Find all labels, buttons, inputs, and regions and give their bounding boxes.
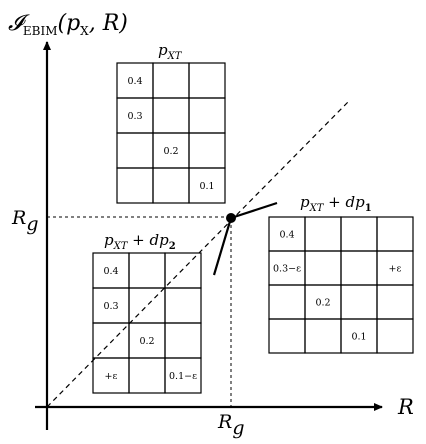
tangent-line-1 xyxy=(230,201,278,220)
grid-pxt-dp1-cells: 0.4 0.3−ε +ε 0.2 0.1 xyxy=(268,216,414,354)
grid-cell-value: 0.2 xyxy=(163,146,178,157)
grid-cell xyxy=(268,318,306,354)
grid-pxt-dp2: pXT + dp2 0.4 0.3 0.2 +ε 0.1−ε xyxy=(92,231,202,394)
grid-cell-value: 0.4 xyxy=(103,266,118,277)
grid-cell xyxy=(164,357,202,394)
grid-cell-value: 0.4 xyxy=(127,76,142,87)
grid-cell-value: +ε xyxy=(105,371,118,382)
grid-cell xyxy=(268,284,306,320)
grid-cell-value: 0.1 xyxy=(351,332,366,343)
grid-cell xyxy=(152,62,190,99)
grid-cell xyxy=(164,322,202,359)
grid-cell-value: 0.1 xyxy=(199,181,214,192)
grid-cell-value: +ε xyxy=(389,264,402,275)
tangent-line-2 xyxy=(212,217,233,276)
grid-cell-value: 0.3−ε xyxy=(273,264,301,275)
grid-cell xyxy=(376,284,414,320)
grid-pxt-dp1: pXT + dp1 0.4 0.3−ε +ε 0.2 0.1 xyxy=(268,193,414,354)
grid-cell xyxy=(304,216,342,252)
grid-cell xyxy=(376,216,414,252)
x-axis-label: R xyxy=(397,395,414,419)
grid-cell xyxy=(188,62,226,99)
rg-label-x: Rg xyxy=(217,411,244,439)
grid-cell xyxy=(376,318,414,354)
grid-cell-value: 0.1−ε xyxy=(169,371,197,382)
y-axis-title: 𝓘EBIM(pX, R) xyxy=(8,11,128,38)
grid-cell xyxy=(188,97,226,134)
grid-cell xyxy=(116,167,154,204)
grid-cell xyxy=(164,287,202,324)
grid-cell-value: 0.3 xyxy=(127,111,142,122)
grid-cell xyxy=(152,167,190,204)
grid-cell-value: 0.2 xyxy=(139,336,154,347)
operating-point xyxy=(226,213,236,223)
grid-pxt: pXT 0.4 0.3 0.2 0.1 xyxy=(116,41,226,204)
grid-cell-value: 0.3 xyxy=(103,301,118,312)
grid-cell xyxy=(92,322,130,359)
grid-cell xyxy=(152,97,190,134)
grid-cell xyxy=(116,132,154,169)
grid-cell xyxy=(128,252,166,289)
grid-cell-value: 0.4 xyxy=(279,230,294,241)
grid-cell xyxy=(304,318,342,354)
grid-cell xyxy=(340,250,378,286)
grid-pxt-dp1-title: pXT + dp1 xyxy=(300,193,372,214)
grid-cell xyxy=(188,132,226,169)
grid-pxt-dp2-title: pXT + dp2 xyxy=(104,231,176,252)
grid-pxt-cells: 0.4 0.3 0.2 0.1 xyxy=(116,62,226,204)
diagonal-dashed-line xyxy=(46,101,349,408)
grid-pxt-title: pXT xyxy=(158,41,183,62)
grid-cell xyxy=(128,287,166,324)
grid-cell xyxy=(340,284,378,320)
grid-cell xyxy=(340,216,378,252)
grid-cell xyxy=(304,250,342,286)
rg-label-y: Rg xyxy=(11,207,38,235)
grid-cell xyxy=(188,167,226,204)
grid-cell-value: 0.2 xyxy=(315,298,330,309)
grid-pxt-dp2-cells: 0.4 0.3 0.2 +ε 0.1−ε xyxy=(92,252,202,394)
grid-cell xyxy=(128,357,166,394)
